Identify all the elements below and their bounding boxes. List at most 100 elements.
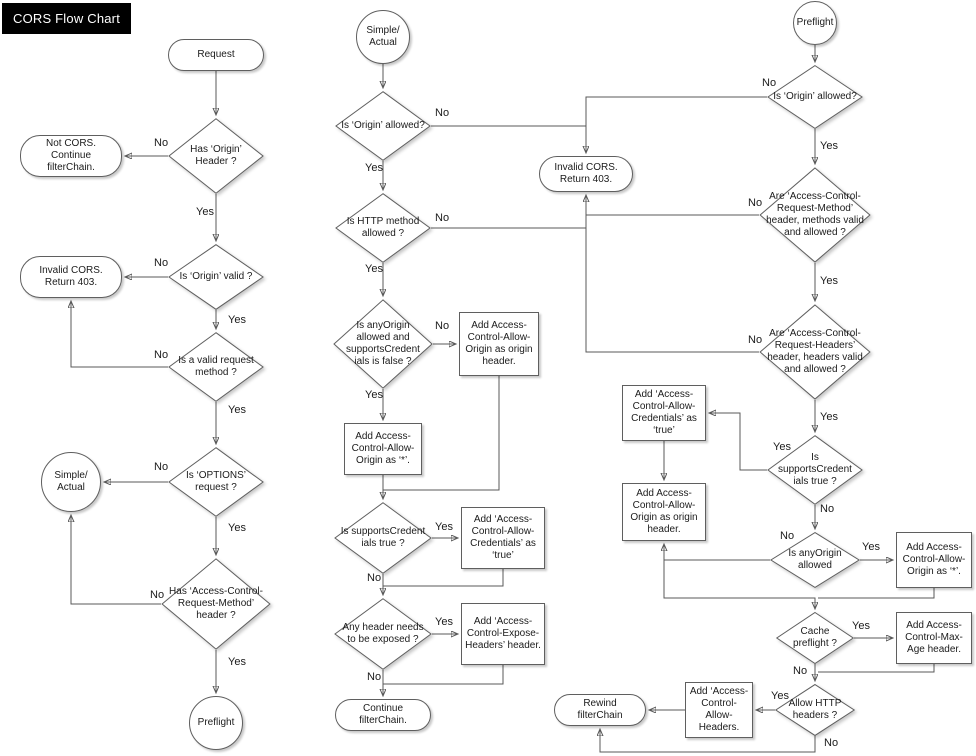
connector-simple-actual-mid: Simple/ Actual xyxy=(356,10,410,64)
node-label: Add ‘Access-Control-Expose-Headers’ head… xyxy=(465,616,541,651)
diamond-shape xyxy=(759,167,871,263)
diamond-shape xyxy=(759,304,871,400)
edge-label-yes: Yes xyxy=(435,616,453,628)
edge-label-yes: Yes xyxy=(365,389,383,401)
edge-label-no: No xyxy=(150,589,165,601)
edge-label-yes: Yes xyxy=(862,541,880,553)
edge-label-yes: Yes xyxy=(365,162,383,174)
diamond-shape xyxy=(168,118,264,194)
diamond-shape xyxy=(767,435,863,505)
edge-label-no: No xyxy=(367,671,382,683)
edge-label-no: No xyxy=(820,503,835,515)
diamond-shape xyxy=(161,558,271,650)
decision-supports-credentials-mid: Is supportsCredent ials true ? xyxy=(334,502,432,574)
node-label: Add ‘Access-Control-Allow-Credentials’ a… xyxy=(470,514,536,561)
decision-supports-credentials-right: Is supportsCredent ials true ? xyxy=(767,435,863,505)
terminal-continue-filterchain: Continue filterChain. xyxy=(335,699,431,731)
decision-cache-preflight: Cache preflight ? xyxy=(776,612,854,664)
edge-label-no: No xyxy=(824,737,839,749)
decision-label: Are ‘Access-Control-Request-Method’ head… xyxy=(766,191,864,238)
edge-label-no: No xyxy=(154,137,169,149)
edge-label-no: No xyxy=(154,349,169,361)
diamond-shape xyxy=(775,684,855,736)
diamond-shape xyxy=(334,598,432,670)
decision-http-method-allowed: Is HTTP method allowed ? xyxy=(335,193,431,263)
edge-label-yes: Yes xyxy=(773,441,791,453)
decision-label: Is HTTP method allowed ? xyxy=(346,216,420,239)
edge-label-no: No xyxy=(435,320,450,332)
diamond-shape xyxy=(168,447,264,517)
edge-label-no: No xyxy=(780,530,795,542)
decision-label: Is ‘Origin’ valid ? xyxy=(179,271,253,283)
edge-label-no: No xyxy=(154,461,169,473)
decision-any-header-exposed: Any header needs to be exposed ? xyxy=(334,598,432,670)
edge-label-yes: Yes xyxy=(228,314,246,326)
process-add-credentials-mid: Add ‘Access-Control-Allow-Credentials’ a… xyxy=(461,507,545,569)
node-label: Invalid CORS. Return 403. xyxy=(39,265,103,288)
decision-label: Is a valid request method ? xyxy=(178,355,254,378)
chart-title: CORS Flow Chart xyxy=(2,3,132,34)
node-label: Rewind filterChain xyxy=(577,698,623,721)
process-add-expose-headers: Add ‘Access-Control-Expose-Headers’ head… xyxy=(461,603,545,665)
node-label: Add Access-Control-Allow-Origin as origi… xyxy=(630,488,698,535)
node-label: Add Access-Control-Allow-Origin as ‘*’. xyxy=(902,542,966,577)
terminal-invalid-cors-left: Invalid CORS. Return 403. xyxy=(20,256,122,298)
process-add-credentials-right: Add ‘Access-Control-Allow-Credentials’ a… xyxy=(622,385,706,441)
decision-label: Is ‘OPTIONS’ request ? xyxy=(185,470,246,493)
node-request: Request xyxy=(168,39,264,71)
diamond-shape xyxy=(168,332,264,402)
edge-label-yes: Yes xyxy=(228,404,246,416)
flow-connectors xyxy=(71,45,935,753)
decision-acrm-valid: Are ‘Access-Control-Request-Method’ head… xyxy=(759,167,871,263)
terminal-rewind-filterchain: Rewind filterChain xyxy=(554,694,646,726)
node-label: Request xyxy=(197,49,235,61)
process-add-allow-headers: Add ‘Access-Control-Allow-Headers. xyxy=(685,682,753,738)
connector-preflight-left: Preflight xyxy=(189,696,243,750)
process-add-origin-star-mid: Add Access-Control-Allow-Origin as ‘*’. xyxy=(344,423,422,475)
edge-label-no: No xyxy=(154,257,169,269)
node-label: Continue filterChain. xyxy=(359,703,407,726)
decision-label: Allow HTTP headers ? xyxy=(788,698,842,721)
process-add-origin-star-right: Add Access-Control-Allow-Origin as ‘*’. xyxy=(896,532,972,588)
edge-label-yes: Yes xyxy=(196,206,214,218)
decision-label: Is supportsCredent ials true ? xyxy=(778,452,852,487)
edge-label-yes: Yes xyxy=(820,275,838,287)
diamond-shape xyxy=(770,532,860,588)
decision-has-acrm-header: Has ‘Access-Control-Request-Method’ head… xyxy=(161,558,271,650)
diamond-shape xyxy=(168,244,264,310)
edge-label-no: No xyxy=(793,665,808,677)
process-add-max-age: Add Access-Control-Max-Age header. xyxy=(896,612,972,664)
diamond-shape xyxy=(333,299,433,389)
edge-label-no: No xyxy=(367,572,382,584)
edge-label-no: No xyxy=(435,212,450,224)
decision-has-origin-header: Has ‘Origin’ Header ? xyxy=(168,118,264,194)
decision-label: Cache preflight ? xyxy=(793,626,837,649)
diamond-shape xyxy=(335,91,431,161)
terminal-invalid-cors-mid: Invalid CORS. Return 403. xyxy=(539,156,633,192)
decision-label: Is anyOrigin allowed and supportsCredent… xyxy=(346,320,420,367)
decision-anyorigin-allowed: Is anyOrigin allowed xyxy=(770,532,860,588)
edge-label-no: No xyxy=(748,197,763,209)
node-label: Add ‘Access-Control-Allow-Headers. xyxy=(689,686,749,733)
edge-label-yes: Yes xyxy=(771,690,789,702)
node-label: Preflight xyxy=(197,717,235,729)
edge-label-no: No xyxy=(748,334,763,346)
node-label: Invalid CORS. Return 403. xyxy=(554,162,618,185)
decision-options-request: Is ‘OPTIONS’ request ? xyxy=(168,447,264,517)
edge-label-yes: Yes xyxy=(435,521,453,533)
edge-label-no: No xyxy=(762,77,777,89)
decision-acrh-valid: Are ‘Access-Control-Request-Headers’ hea… xyxy=(759,304,871,400)
process-add-origin-header-mid: Add Access-Control-Allow-Origin as origi… xyxy=(459,312,539,376)
decision-label: Is ‘Origin’ allowed? xyxy=(773,91,857,103)
node-label: Add Access-Control-Allow-Origin as origi… xyxy=(465,320,533,367)
diamond-shape xyxy=(767,65,863,129)
decision-origin-valid: Is ‘Origin’ valid ? xyxy=(168,244,264,310)
diamond-shape xyxy=(335,193,431,263)
diamond-shape xyxy=(776,612,854,664)
node-label: Simple/ Actual xyxy=(366,25,400,48)
decision-label: Has ‘Access-Control-Request-Method’ head… xyxy=(169,586,263,621)
decision-label: Is anyOrigin allowed xyxy=(788,548,842,571)
node-label: Add Access-Control-Max-Age header. xyxy=(905,620,963,655)
decision-anyorigin-supportscred: Is anyOrigin allowed and supportsCredent… xyxy=(333,299,433,389)
decision-label: Is supportsCredent ials true ? xyxy=(340,526,426,549)
